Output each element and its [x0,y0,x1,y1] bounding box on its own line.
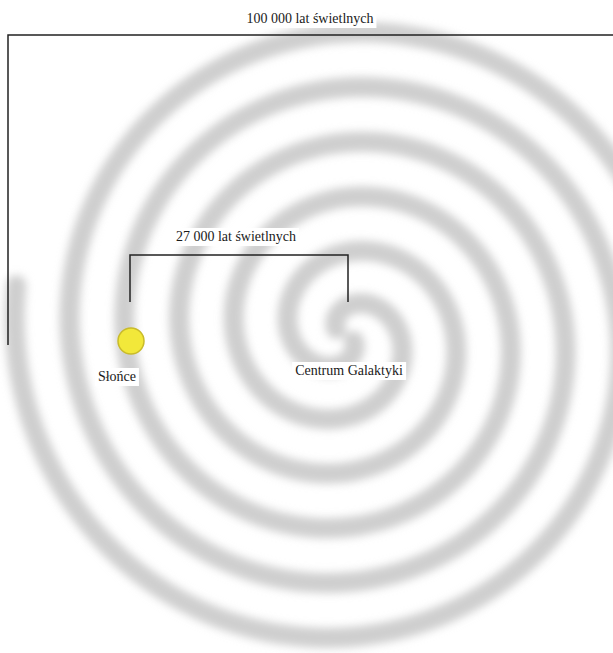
sun-symbol [118,328,144,354]
object-label: Słońce [95,368,139,386]
distance-bracket [130,255,348,302]
dimension-label: 27 000 lat świetlnych [173,228,299,246]
spiral-arm [15,87,613,638]
spiral-arms [15,32,613,638]
galaxy-width-bracket [8,35,613,345]
dimension-label: 100 000 lat świetlnych [243,10,376,28]
object-label: Centrum Galaktyki [292,362,406,380]
